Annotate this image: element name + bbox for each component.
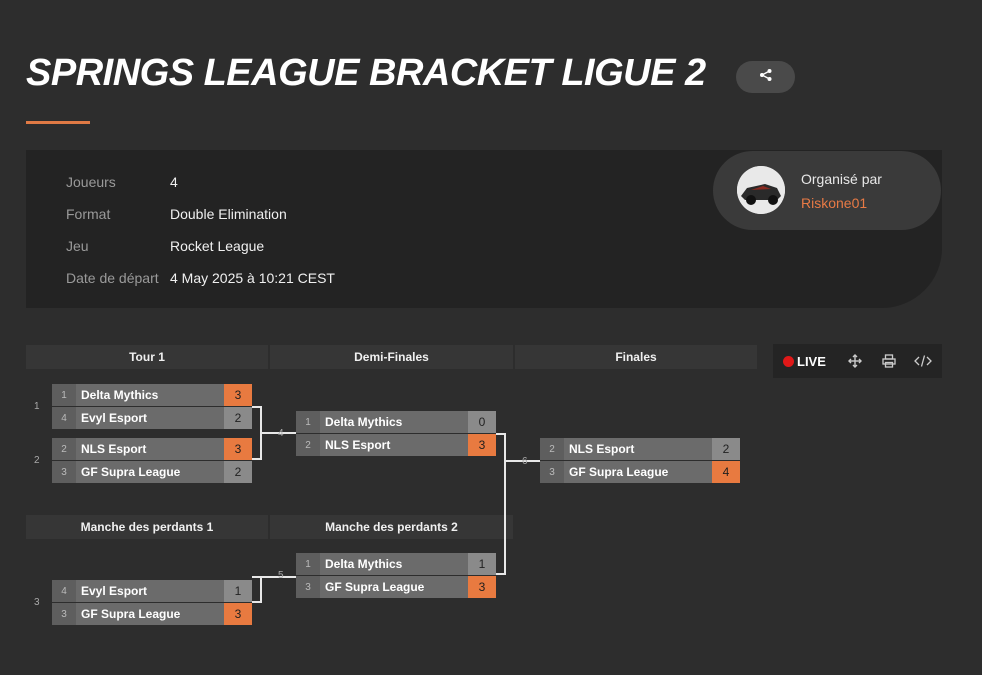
bracket-connector bbox=[252, 576, 262, 603]
bracket-connector bbox=[262, 576, 296, 578]
bracket-connector bbox=[506, 460, 540, 462]
round-header-losers1: Manche des perdants 1 bbox=[26, 515, 268, 539]
title-underline bbox=[26, 121, 90, 124]
move-icon[interactable] bbox=[838, 351, 872, 371]
share-icon bbox=[759, 68, 773, 87]
round-header-losers2: Manche des perdants 2 bbox=[270, 515, 513, 539]
match-number: 2 bbox=[34, 455, 40, 466]
live-dot-icon bbox=[783, 355, 794, 367]
avatar bbox=[737, 166, 785, 214]
print-icon[interactable] bbox=[872, 351, 906, 371]
round-header-tour1: Tour 1 bbox=[26, 345, 268, 369]
round-header-semifinals: Demi-Finales bbox=[270, 345, 513, 369]
round-header-finals: Finales bbox=[515, 345, 757, 369]
match-number: 5 bbox=[278, 570, 284, 581]
match-number: 4 bbox=[278, 428, 284, 439]
share-button[interactable] bbox=[736, 61, 795, 93]
organizer-card[interactable]: Organisé par Riskone01 bbox=[713, 151, 941, 230]
embed-code-icon[interactable] bbox=[906, 351, 940, 371]
organizer-link[interactable]: Riskone01 bbox=[801, 195, 868, 211]
organizer-label: Organisé par bbox=[801, 171, 882, 187]
match-number: 3 bbox=[34, 597, 40, 608]
page-title: SPRINGS LEAGUE BRACKET LIGUE 2 bbox=[26, 52, 706, 94]
match-number: 6 bbox=[522, 456, 528, 467]
bracket-connector bbox=[252, 406, 262, 460]
bracket-toolbar: LIVE bbox=[773, 344, 942, 378]
bracket-connector bbox=[496, 433, 506, 575]
live-button[interactable]: LIVE bbox=[783, 354, 826, 369]
match-number: 1 bbox=[34, 401, 40, 412]
bracket-connector bbox=[262, 432, 296, 434]
